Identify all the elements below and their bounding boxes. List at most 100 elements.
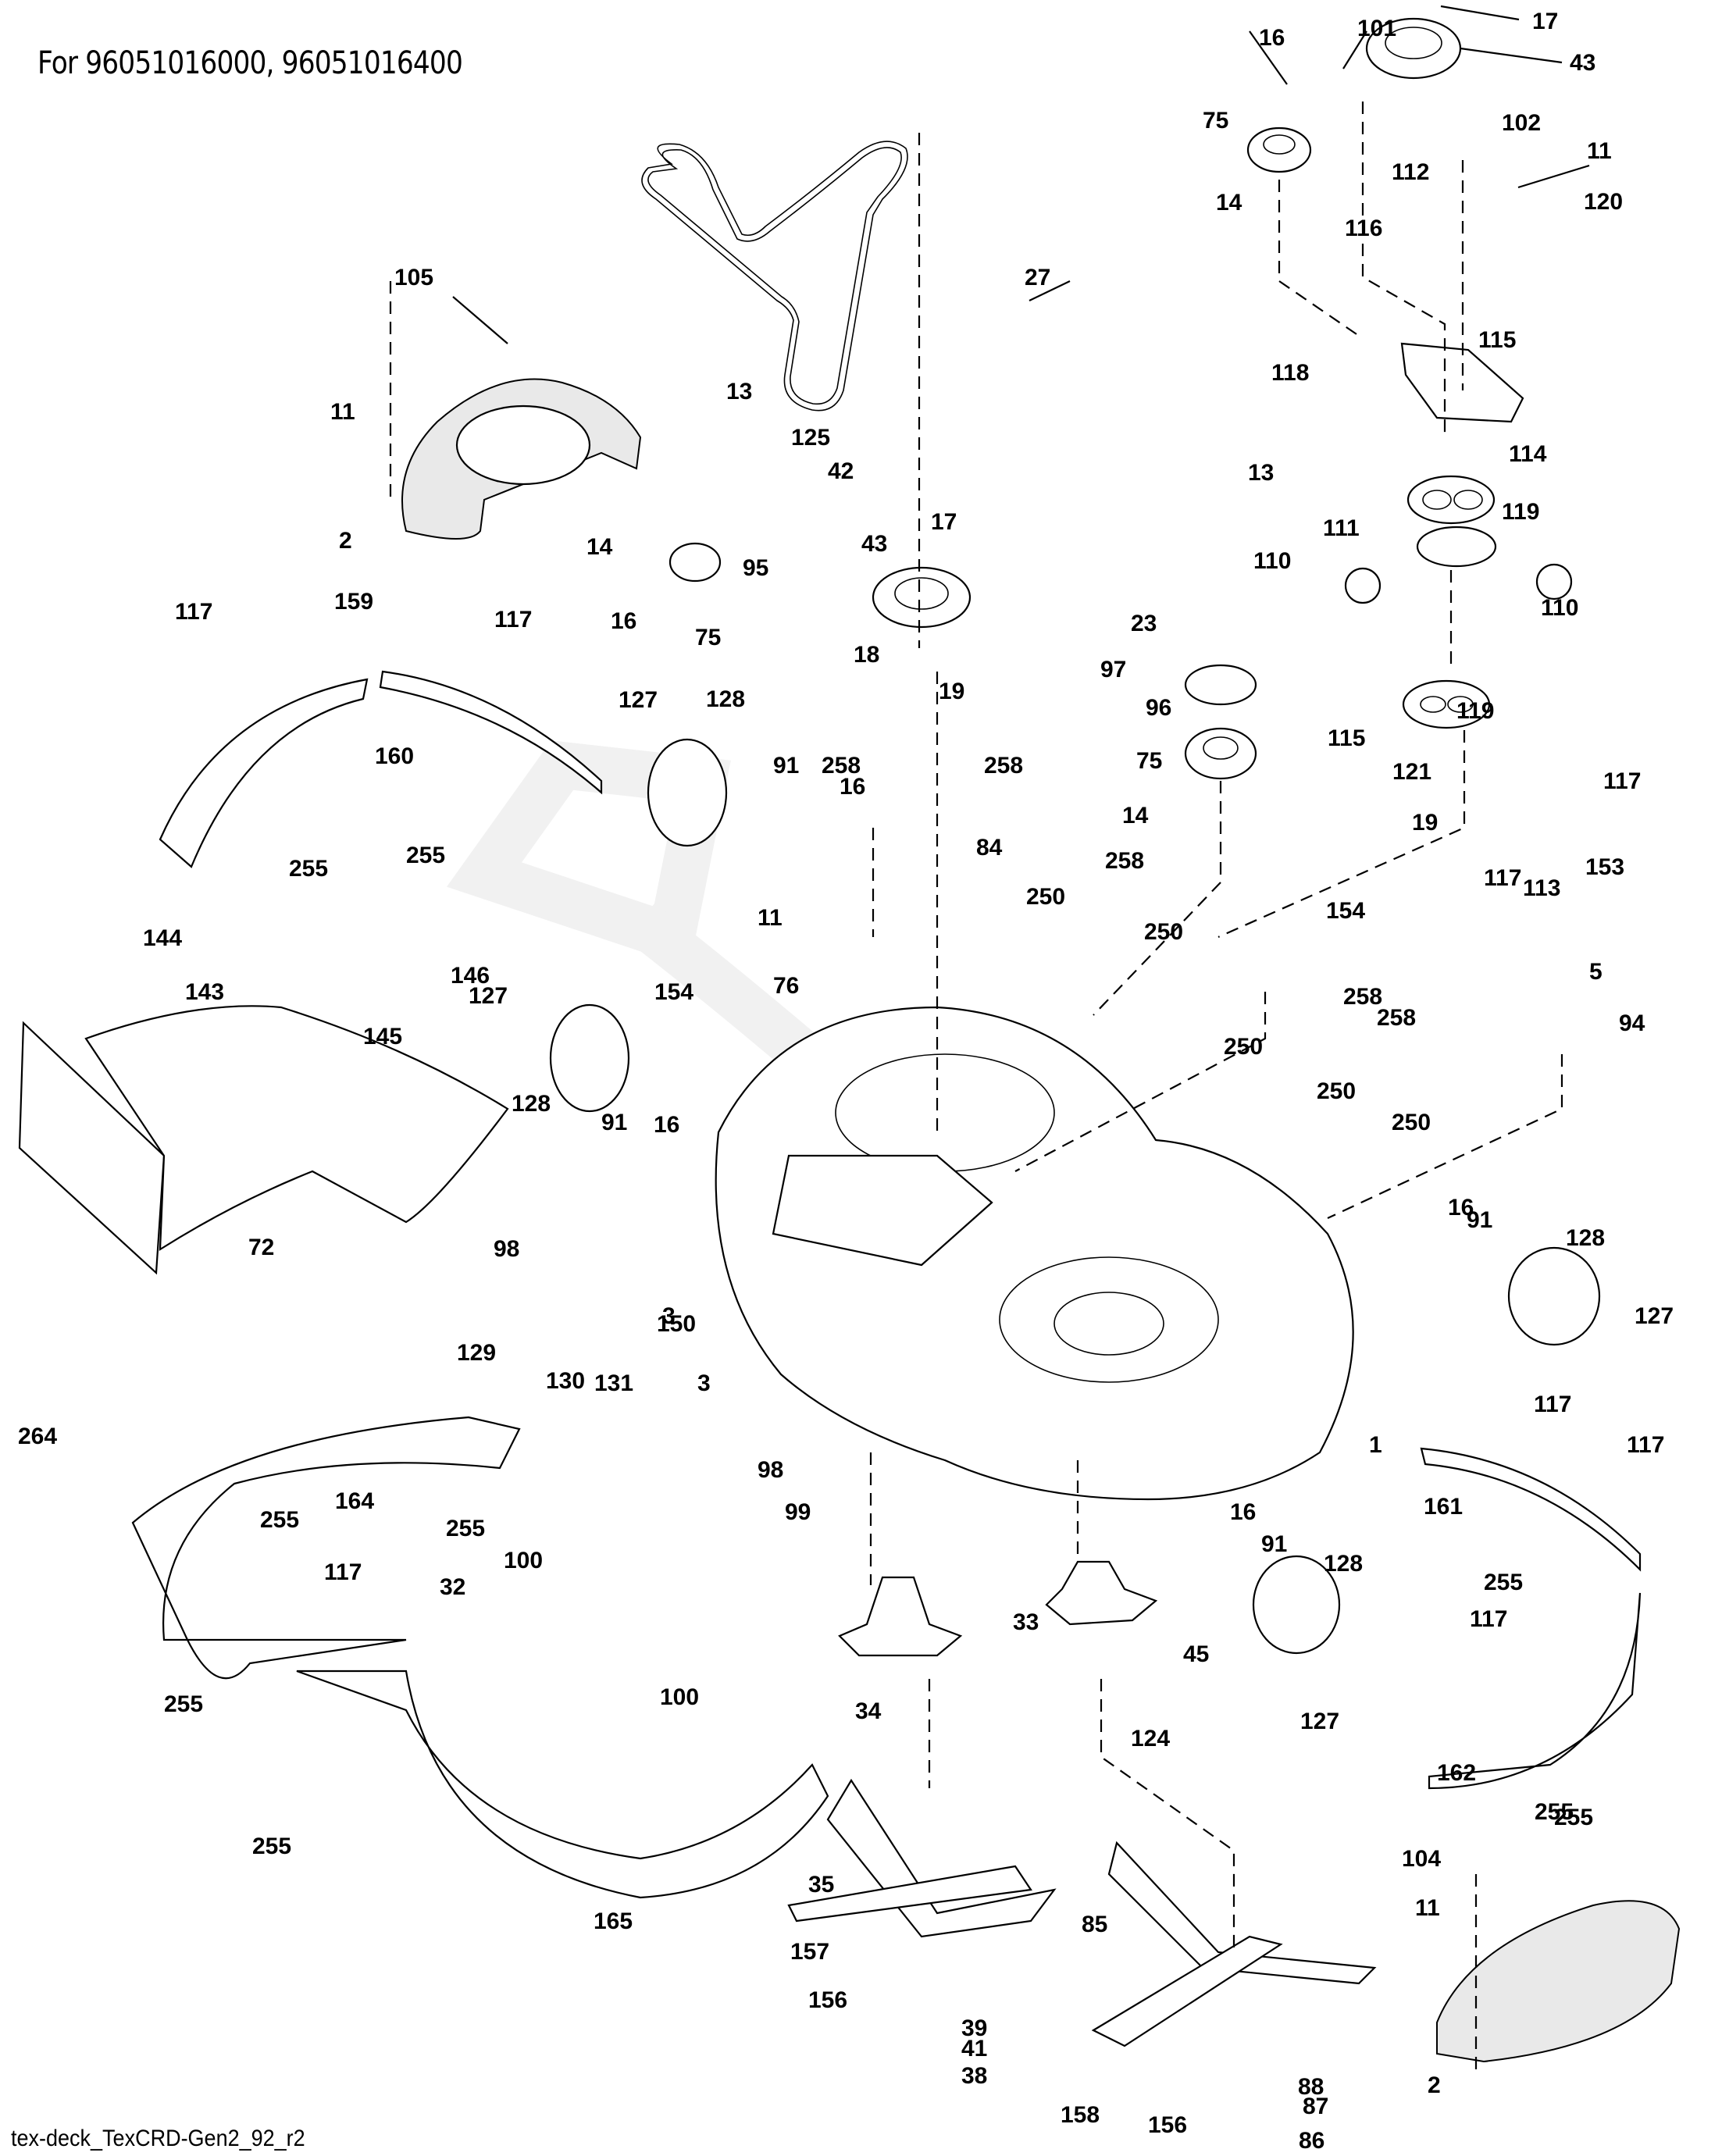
leader-lines [452, 5, 1590, 344]
callout-label: 17 [931, 509, 957, 535]
callout-label: 117 [324, 1559, 362, 1585]
callout-label: 165 [594, 1908, 633, 1934]
callout-label: 128 [1566, 1225, 1605, 1251]
callout-label: 75 [695, 625, 721, 650]
callout-label: 117 [175, 599, 212, 625]
callout-label: 88 [1298, 2074, 1324, 2100]
callout-label: 124 [1131, 1726, 1170, 1752]
callout-label: 35 [808, 1872, 834, 1898]
callout-label: 17 [1532, 9, 1558, 34]
callout-label: 11 [758, 905, 783, 931]
callout-label: 3 [697, 1370, 711, 1396]
callout-label: 264 [18, 1424, 57, 1449]
callout-label: 255 [164, 1691, 203, 1717]
callout-label: 128 [512, 1091, 551, 1117]
callout-label: 19 [1412, 810, 1438, 836]
part-baffle-brackets-lower [131, 1416, 829, 1899]
callout-label: 16 [611, 608, 636, 634]
callout-label: 43 [1570, 50, 1595, 76]
callout-label: 34 [855, 1698, 882, 1724]
callout-label: 125 [791, 425, 830, 451]
callout-label: 27 [1025, 265, 1050, 290]
part-discharge-chute [18, 1005, 509, 1275]
callout-label: 100 [660, 1684, 699, 1710]
callout-label: 255 [446, 1516, 485, 1541]
part-baffles-upper [159, 670, 603, 868]
callout-label: 16 [1230, 1499, 1256, 1525]
callout-label: 102 [1502, 110, 1541, 136]
callout-label: 16 [840, 774, 865, 800]
callout-label: 13 [1248, 460, 1274, 486]
callout-label: 154 [1326, 898, 1365, 924]
callout-label: 16 [1448, 1195, 1474, 1221]
callout-label: 5 [1589, 959, 1603, 985]
callout-label: 14 [1122, 803, 1149, 829]
callout-label: 117 [494, 607, 532, 633]
callout-label: 105 [394, 265, 433, 290]
callout-label: 255 [406, 843, 445, 868]
callout-label: 150 [657, 1311, 696, 1337]
callout-label: 255 [260, 1507, 299, 1533]
callout-label: 13 [726, 379, 752, 404]
callout-label: 117 [1484, 865, 1521, 891]
callout-label: 130 [546, 1368, 585, 1394]
callout-label: 43 [861, 531, 887, 557]
callout-label: 116 [1345, 216, 1382, 241]
callout-label: 38 [961, 2063, 987, 2089]
callout-label: 250 [1026, 884, 1065, 910]
callout-label: 1 [1369, 1432, 1382, 1458]
callout-label: 91 [1467, 1207, 1492, 1233]
callout-label: 98 [494, 1236, 519, 1262]
callout-label: 250 [1224, 1034, 1263, 1060]
callout-label: 250 [1144, 919, 1183, 945]
callout-label: 250 [1317, 1078, 1356, 1104]
callout-label: 117 [1603, 768, 1641, 794]
callout-label: 255 [252, 1833, 291, 1859]
callout-label: 128 [1324, 1551, 1363, 1577]
callout-label: 153 [1585, 854, 1624, 880]
callout-label: 157 [790, 1939, 829, 1965]
callout-label: 101 [1357, 16, 1396, 41]
callout-label: 110 [1253, 548, 1291, 574]
callout-label: 255 [1535, 1799, 1574, 1825]
callout-label: 258 [1105, 848, 1144, 874]
callout-label: 127 [1635, 1303, 1674, 1329]
callout-label: 143 [185, 979, 224, 1005]
callout-label: 11 [1415, 1895, 1440, 1921]
callout-label: 11 [1587, 138, 1612, 164]
callout-label: 119 [1502, 499, 1539, 525]
callout-label: 162 [1437, 1760, 1476, 1786]
assembly-lines [389, 102, 1563, 2077]
callout-label: 250 [1392, 1110, 1431, 1135]
callout-label: 159 [334, 589, 373, 615]
callout-label: 2 [339, 528, 352, 554]
callout-label: 104 [1402, 1846, 1441, 1872]
part-idler-pulley-top [668, 17, 1462, 780]
callout-label: 127 [469, 983, 508, 1009]
callout-label: 112 [1392, 159, 1429, 185]
callout-label: 255 [1484, 1570, 1523, 1595]
part-mower-deck [715, 1006, 1354, 1501]
callout-label: 86 [1299, 2128, 1324, 2154]
callout-label: 115 [1478, 327, 1516, 353]
callout-label: 32 [440, 1574, 465, 1600]
callout-label: 75 [1136, 748, 1162, 774]
callout-label: 156 [808, 1987, 847, 2013]
callout-label: 91 [1261, 1531, 1287, 1557]
callout-label: 113 [1523, 875, 1560, 901]
callout-label: 128 [706, 686, 745, 712]
callout-label: 145 [363, 1024, 402, 1049]
callout-label: 72 [248, 1235, 274, 1260]
callout-label: 117 [1534, 1392, 1571, 1417]
callout-label: 96 [1146, 695, 1171, 721]
callout-label: 127 [1300, 1709, 1339, 1734]
callout-label: 258 [1377, 1005, 1416, 1031]
callout-label: 160 [375, 743, 414, 769]
callout-label: 114 [1509, 441, 1547, 467]
callout-label: 85 [1082, 1912, 1107, 1937]
callout-label: 120 [1584, 189, 1623, 215]
callout-label: 41 [961, 2036, 987, 2062]
callout-label: 11 [330, 399, 355, 425]
callout-label: 258 [984, 753, 1023, 779]
callout-label: 156 [1148, 2112, 1187, 2138]
